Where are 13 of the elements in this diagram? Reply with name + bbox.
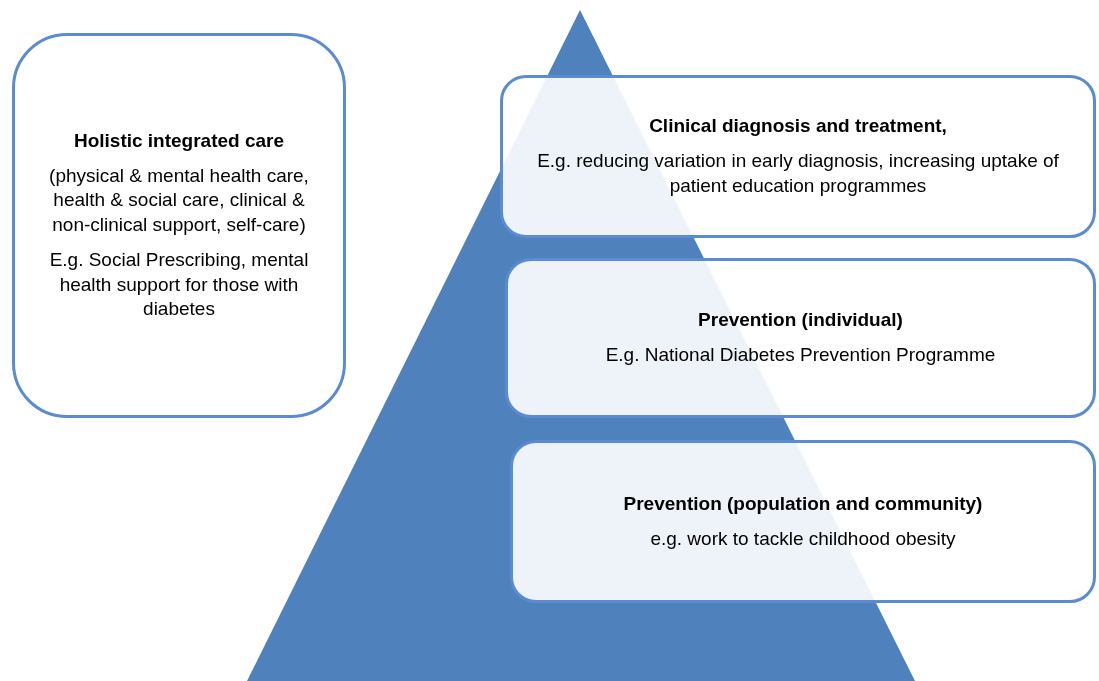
text-box	[500, 75, 1096, 238]
heading: Prevention (individual)	[698, 308, 903, 333]
body-text: E.g. reducing variation in early diagnosis, increasing uptake of patient education programmes	[536, 149, 1060, 198]
body-text: e.g. work to tackle childhood obesity	[650, 526, 956, 551]
body-text: E.g. Social Prescribing, mental health support for those with diabetes	[48, 247, 310, 322]
text-box	[12, 33, 346, 418]
body-text: (physical & mental health care, health & social care, clinical & non-clinical support, self-care)	[48, 163, 310, 238]
heading: Holistic integrated care	[73, 129, 285, 154]
text-box	[510, 440, 1096, 603]
text-box	[505, 258, 1096, 418]
heading: Prevention (population and community)	[623, 491, 983, 516]
heading: Clinical diagnosis and treatment,	[649, 114, 947, 139]
body-text: E.g. National Diabetes Prevention Programme	[605, 343, 996, 367]
